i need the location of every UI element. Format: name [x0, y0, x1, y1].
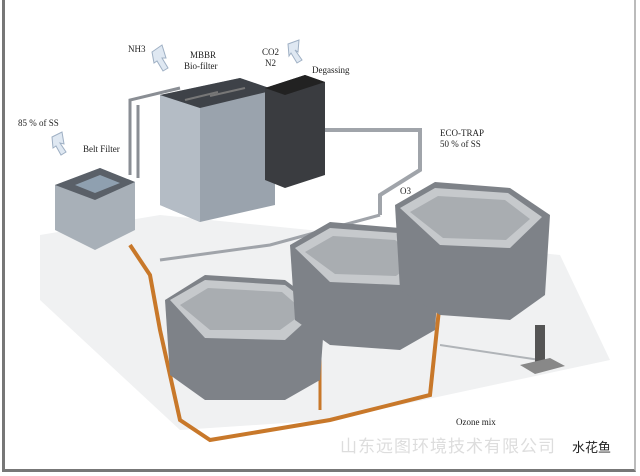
belt-filter-unit — [55, 168, 135, 250]
ozone-mix-label: Ozone mix — [456, 417, 496, 427]
orange-return-pipe — [128, 243, 442, 443]
degassing-label: Degassing — [312, 65, 350, 75]
ozone-mix-unit — [520, 325, 565, 374]
mbbr-label: MBBR — [190, 50, 217, 60]
account-watermark: 水花鱼 — [572, 441, 612, 456]
gray-pipe-loop — [300, 128, 422, 215]
ss-arrow-icon — [51, 131, 67, 156]
ss85-label: 85 % of SS — [18, 118, 59, 128]
co2-label: CO2 — [262, 47, 280, 57]
eco-trap-label: ECO-TRAP — [440, 128, 485, 138]
company-watermark: 山东远图环境技术有限公司 — [340, 437, 556, 457]
fish-tank-1 — [165, 275, 325, 400]
fish-tank-3 — [395, 182, 550, 320]
ozone-pipe — [439, 344, 541, 361]
o3-label: O3 — [400, 186, 411, 196]
ss50-label: 50 % of SS — [440, 139, 481, 149]
n2-label: N2 — [265, 58, 276, 68]
degassing-tank — [265, 75, 325, 188]
nh3-vent-pipes — [128, 86, 181, 175]
biofilter-label: Bio-filter — [184, 61, 218, 71]
belt-filter-label: Belt Filter — [83, 144, 120, 154]
nh3-arrow-icon — [151, 44, 169, 72]
mbbr-biofilter-tank — [160, 78, 275, 222]
co2-arrow-icon — [287, 39, 303, 64]
nh3-label: NH3 — [128, 44, 146, 54]
